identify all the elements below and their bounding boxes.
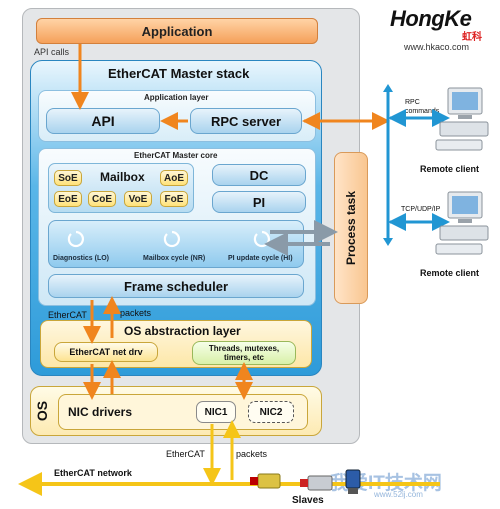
dc-box: DC	[212, 164, 306, 186]
nic-drivers-label: NIC drivers	[68, 405, 133, 419]
mailbox-eoe: EoE	[54, 191, 82, 207]
computer-icon-2	[435, 191, 489, 255]
slave-device-2	[300, 475, 333, 491]
frame-scheduler-box: Frame scheduler	[48, 274, 304, 298]
application-box: Application	[36, 18, 318, 44]
rpc-server-box: RPC server	[190, 108, 302, 134]
mailbox-cycle-icon	[163, 230, 180, 248]
threads-label: Threads, mutexes, timers, etc	[208, 344, 280, 362]
slave-device-3	[345, 469, 361, 494]
api-calls-label: API calls	[34, 47, 70, 57]
pi-box: PI	[212, 191, 306, 213]
brand-url: www.hkaco.com	[404, 42, 470, 52]
watermark-url: www.52ij.com	[374, 490, 423, 499]
tcp-label: TCP/UDP/IP	[401, 206, 441, 213]
slave-device-1	[250, 473, 281, 489]
master-core-title: EtherCAT Master core	[134, 151, 218, 160]
mailbox-soe: SoE	[54, 170, 82, 186]
brand-logo: HongKe	[390, 6, 472, 31]
ethercat-network-label: EtherCAT network	[54, 468, 132, 478]
master-stack-title: EtherCAT Master stack	[108, 66, 250, 81]
remote-client-1-label: Remote client	[420, 164, 480, 174]
computer-icon-1	[435, 87, 489, 151]
slaves-label: Slaves	[292, 495, 324, 506]
mailbox-foe: FoE	[160, 191, 188, 207]
application-layer-title: Application layer	[144, 93, 209, 102]
packets-label-top: packets	[120, 308, 152, 318]
cycle-mailbox: Mailbox cycle (NR)	[143, 255, 206, 262]
mailbox-title: Mailbox	[100, 170, 145, 184]
bus-bottom-arrowhead	[383, 238, 393, 246]
rpc-commands-text: RPC commands	[405, 99, 440, 115]
ethercat-label-top: EtherCAT	[48, 310, 87, 320]
mailbox-voe: VoE	[124, 191, 152, 207]
mailbox-aoe: AoE	[160, 170, 188, 186]
brand-logo-cn: 虹科	[462, 32, 482, 43]
bus-top-arrowhead	[383, 84, 393, 92]
packets-label-bottom: packets	[236, 449, 268, 459]
cycle-pi-update: PI update cycle (HI)	[228, 255, 293, 262]
diagnostics-cycle-icon	[67, 230, 84, 248]
rpc-commands-label: RPC commands	[405, 98, 439, 116]
mailbox-coe: CoE	[88, 191, 116, 207]
nic2-box: NIC2	[248, 401, 294, 423]
os-abstraction-title: OS abstraction layer	[124, 324, 241, 338]
cycle-diagnostics: Diagnostics (LO)	[53, 255, 110, 262]
api-box: API	[46, 108, 160, 134]
ethercat-label-bottom: EtherCAT	[166, 449, 205, 459]
remote-client-2-label: Remote client	[420, 268, 480, 278]
nic1-box: NIC1	[196, 401, 236, 423]
